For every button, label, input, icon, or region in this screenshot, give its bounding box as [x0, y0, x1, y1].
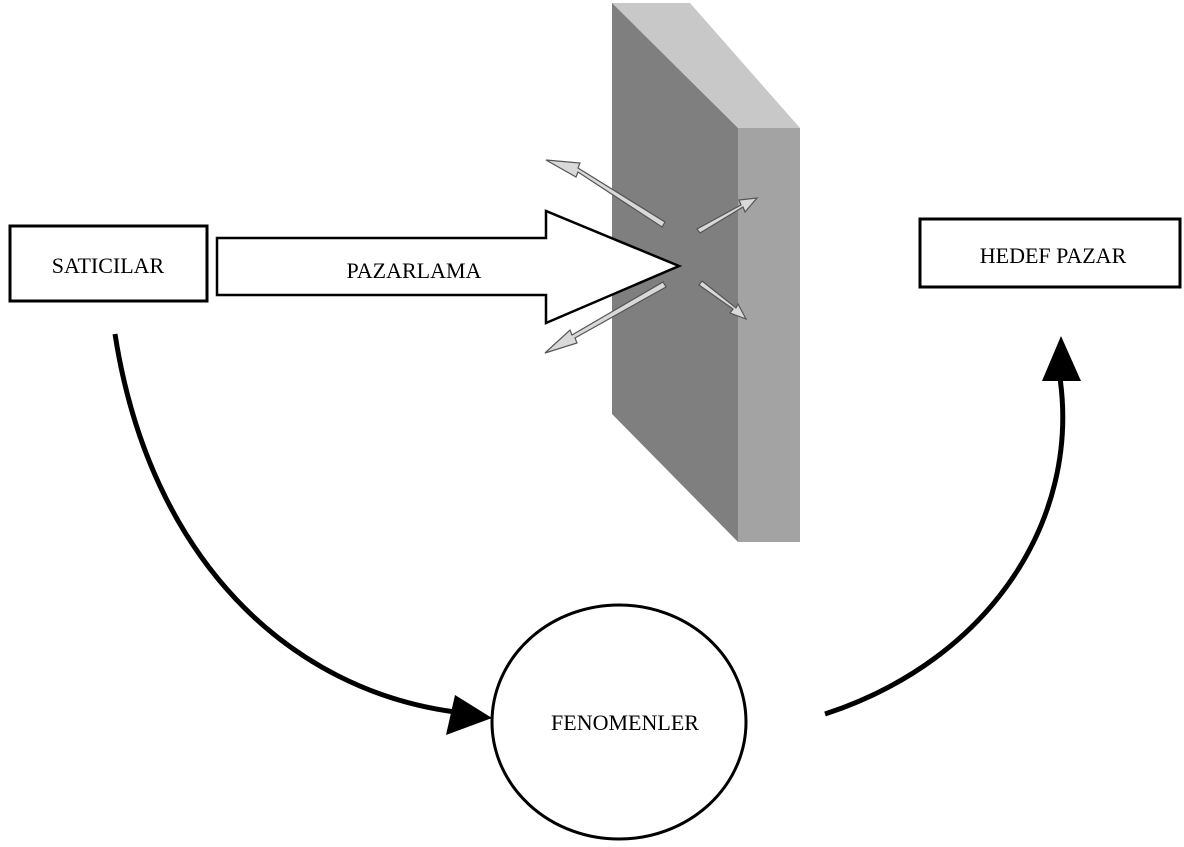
influencers-ellipse: [490, 603, 748, 841]
deflected-arrows: [544, 159, 759, 354]
target-market-box: [918, 217, 1182, 289]
sellers-box: [8, 224, 209, 303]
deflect-arrow-down-left: [544, 281, 667, 354]
sellers-label: SATICILAR: [52, 253, 165, 278]
wall-front-face: [612, 3, 738, 542]
target-market-label: HEDEF PAZAR: [980, 243, 1127, 268]
flow-arrowhead-to-target: [1042, 336, 1081, 381]
flow-arrowhead-to-influencers: [446, 695, 492, 735]
deflect-arrow-up-left: [545, 159, 666, 228]
flow-curve-sellers-to-influencers: [112, 333, 456, 715]
influencers-label: FENOMENLER: [551, 710, 699, 735]
wall-top-face: [612, 3, 800, 128]
marketing-arrow-label: PAZARLAMA: [347, 258, 482, 283]
barrier-wall: [612, 3, 800, 542]
flow-curve-influencers-to-target: [824, 377, 1066, 717]
wall-side-face: [738, 128, 800, 542]
marketing-arrow: [215, 209, 683, 325]
deflect-arrow-down-right: [698, 280, 748, 321]
deflect-arrow-up-right: [696, 197, 759, 234]
